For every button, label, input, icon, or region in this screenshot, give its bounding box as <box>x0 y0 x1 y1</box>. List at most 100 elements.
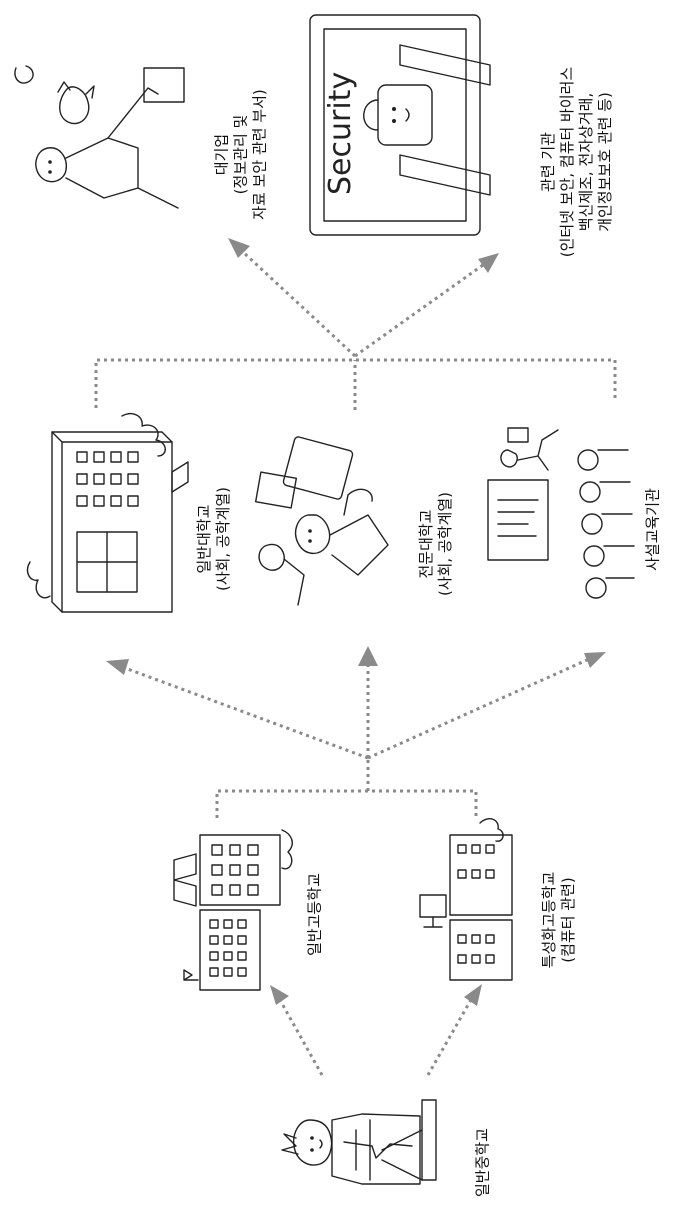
eye <box>310 1148 314 1152</box>
monitor <box>282 436 354 500</box>
corporation-label: 대기업 (정보관리 및 자료 보안 관련 부서) <box>213 55 270 255</box>
desk-lines <box>381 1129 423 1181</box>
screen-frame <box>309 14 481 236</box>
middle-school-label: 일반중학교 <box>474 1103 493 1223</box>
body <box>331 1113 421 1185</box>
tree <box>281 829 293 870</box>
building-wing <box>449 919 513 981</box>
arrowhead <box>358 646 378 666</box>
windows <box>209 844 259 977</box>
node-title: 사설교육기관 <box>643 488 662 571</box>
shirt-lines <box>355 1119 371 1181</box>
arm <box>343 488 373 516</box>
node-title: 관련 기관 <box>539 132 557 192</box>
student-illustration <box>281 1099 437 1185</box>
high-school-building <box>173 829 293 991</box>
small-person-body <box>283 558 305 606</box>
node-subtitle: 개인정보보호 관련 등) <box>596 92 614 232</box>
node-title: 일반중학교 <box>473 1128 492 1198</box>
arrowhead <box>106 659 129 675</box>
related-org-label: 관련 기관 (인터넷 보안, 컴퓨터 바이러스 백신제조, 전자상거래, 개인정… <box>539 17 615 307</box>
small-person-head <box>258 543 285 571</box>
node-subtitle: (정보관리 및 <box>231 114 250 195</box>
security-sign-text: Security <box>323 72 358 195</box>
worker-head <box>35 147 67 183</box>
tree <box>121 412 166 457</box>
arrowhead <box>584 652 606 668</box>
arrowhead <box>464 984 482 1006</box>
private-institute-illustration <box>487 427 635 599</box>
flag <box>183 969 199 981</box>
node-subtitle: 백신제조, 전자상거래, <box>577 92 595 232</box>
padlock-shackle <box>363 99 379 131</box>
board-lines <box>497 499 539 537</box>
arrowhead <box>228 238 250 258</box>
college-label: 전문대학교 (사회, 공학계열) <box>417 464 455 624</box>
node-subtitle: (인터넷 보안, 컴퓨터 바이러스 <box>558 66 576 258</box>
corporation-illustration <box>14 65 185 209</box>
computer-stand <box>423 916 443 928</box>
eye <box>392 107 396 111</box>
cat-ears <box>57 81 95 99</box>
laptop <box>254 471 298 509</box>
node-subtitle: (사회, 공학계열) <box>214 486 232 592</box>
eye <box>308 529 312 533</box>
building-right <box>199 834 281 906</box>
hair <box>281 1133 299 1155</box>
arrowhead <box>478 253 499 273</box>
eye <box>392 119 396 123</box>
eye <box>48 170 52 174</box>
node-subtitle: (컴퓨터 관련) <box>559 877 577 963</box>
node-title: 전문대학교 <box>417 509 435 579</box>
building-body <box>51 431 173 613</box>
college-illustration <box>254 436 389 606</box>
whiteboard <box>487 479 549 561</box>
bush <box>26 561 51 599</box>
chains <box>399 44 491 196</box>
person-body <box>329 514 389 576</box>
specialized-high-label: 특성화고등학교 (컴퓨터 관련) <box>540 840 578 1000</box>
node-title: 특성화고등학교 <box>540 871 558 969</box>
mouth <box>319 1139 323 1149</box>
book <box>173 853 197 907</box>
padlock-body <box>377 84 433 146</box>
node-title: 대기업 <box>212 133 231 176</box>
windows <box>76 451 139 507</box>
screen <box>323 28 467 222</box>
teacher-head <box>500 449 518 468</box>
windows <box>457 844 495 964</box>
bracket-high-schools <box>215 789 478 818</box>
book <box>171 461 189 493</box>
arrow-to-general-university <box>124 666 369 760</box>
monitor <box>143 67 185 103</box>
specialized-high-building <box>419 818 513 981</box>
bracket-tertiary <box>94 358 617 408</box>
arrow-to-private-institute <box>367 658 588 760</box>
node-title: 일반대학교 <box>195 504 213 574</box>
tree <box>479 818 504 842</box>
eye <box>48 160 52 164</box>
students <box>577 449 635 599</box>
node-subtitle: 자료 보안 관련 부서) <box>250 89 269 220</box>
eye <box>310 1136 314 1140</box>
arrow-middle-to-general-high <box>278 999 324 1076</box>
teacher-body <box>517 429 559 471</box>
person-head <box>294 514 331 554</box>
eye <box>308 539 312 543</box>
building-main <box>449 834 513 916</box>
smile <box>405 108 410 122</box>
university-building <box>26 412 189 613</box>
window-frame <box>76 531 138 593</box>
building-depth <box>51 431 173 613</box>
arrowhead <box>270 985 289 1005</box>
building-left <box>199 909 261 991</box>
desk <box>107 87 179 209</box>
node-title: 일반고등학교 <box>305 873 324 956</box>
general-university-label: 일반대학교 (사회, 공학계열) <box>195 459 233 619</box>
private-institute-label: 사설교육기관 <box>644 470 663 590</box>
security-illustration: Security <box>309 14 491 236</box>
head <box>293 1119 333 1166</box>
worker-body <box>65 137 139 199</box>
